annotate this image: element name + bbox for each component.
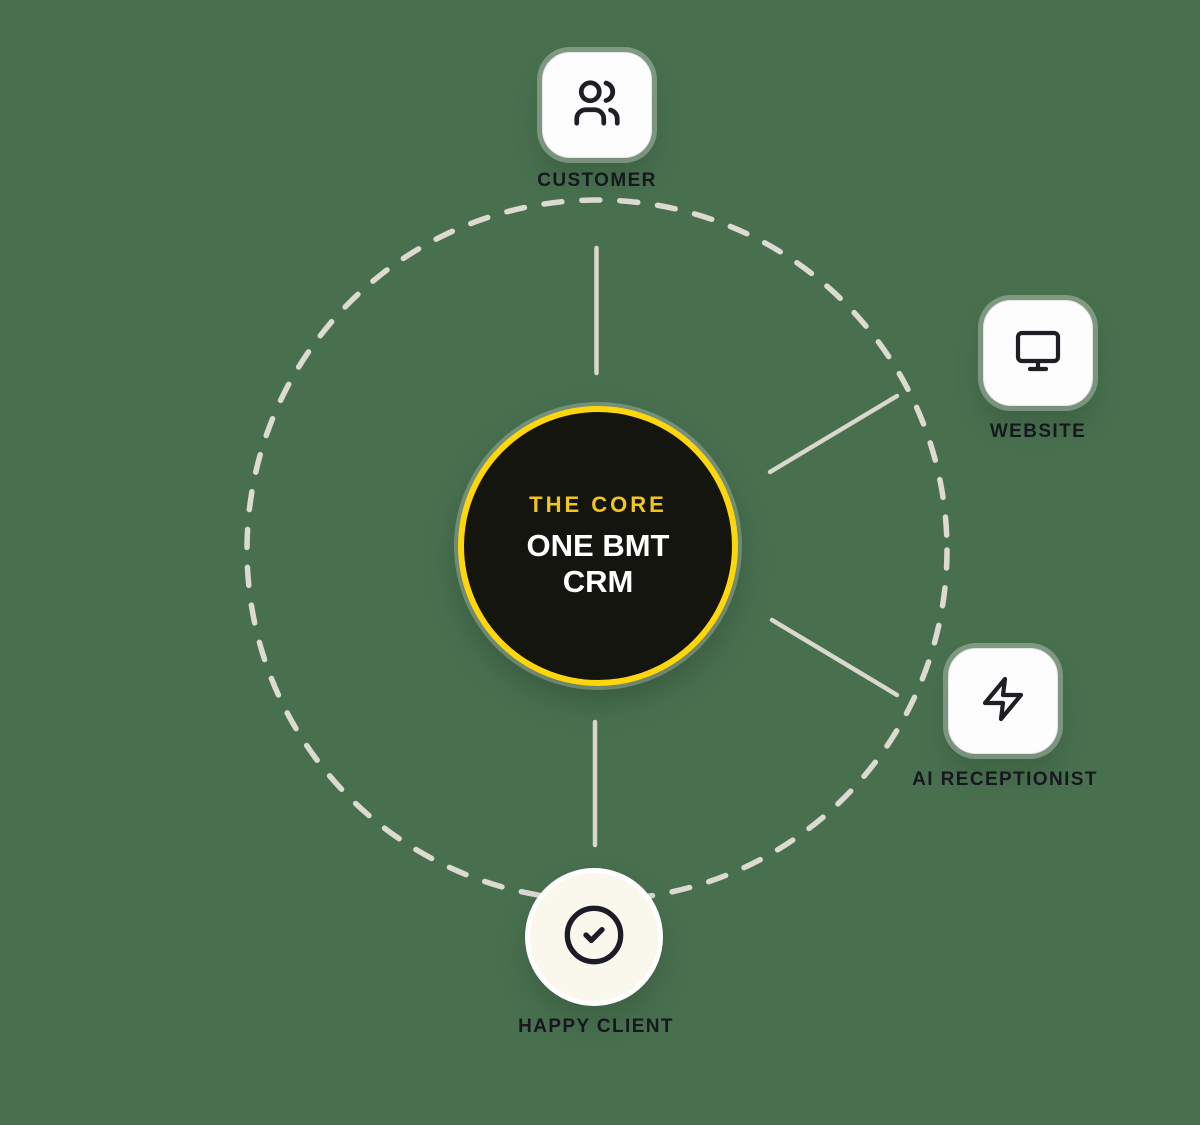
core-circle: THE CORE ONE BMT CRM: [458, 406, 738, 686]
node-label-happy-client: HAPPY CLIENT: [518, 1016, 674, 1037]
node-card-website: [983, 300, 1093, 406]
node-label-customer: CUSTOMER: [537, 170, 657, 191]
core-eyebrow: THE CORE: [529, 492, 667, 517]
monitor-icon: [1014, 327, 1062, 380]
node-label-ai-receptionist: AI RECEPTIONIST: [912, 769, 1098, 790]
core-title: ONE BMT CRM: [526, 528, 670, 599]
lightning-bolt-icon: [979, 675, 1027, 728]
happy-client-badge: [525, 868, 663, 1006]
connector-website: [767, 393, 900, 475]
connector-ai-receptionist: [769, 617, 900, 698]
users-icon: [570, 76, 624, 135]
node-card-ai-receptionist: [948, 648, 1058, 754]
node-label-website: WEBSITE: [989, 421, 1087, 442]
node-card-customer: [542, 52, 652, 158]
check-circle-icon: [562, 903, 626, 972]
